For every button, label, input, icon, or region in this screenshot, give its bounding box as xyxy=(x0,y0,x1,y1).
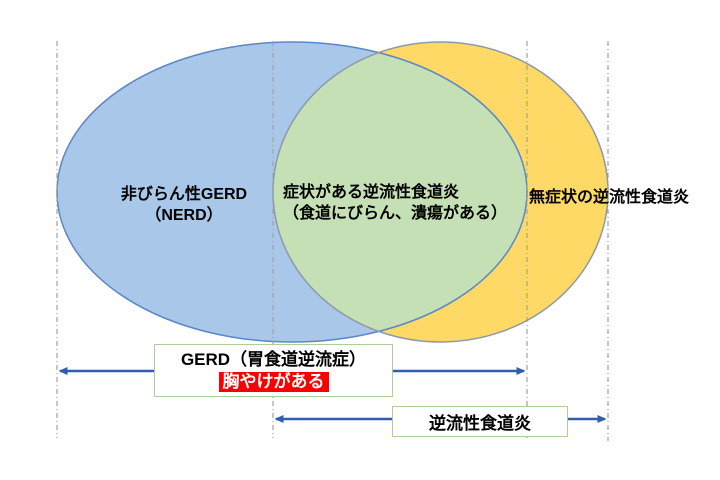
reflux-esophagitis-callout-box: 逆流性食道炎 xyxy=(392,406,568,437)
blue-ellipse-outline xyxy=(56,41,528,343)
heartburn-highlight-text: 胸やけがある xyxy=(218,371,329,392)
asymptomatic-region-label: 無症状の逆流性食道炎 xyxy=(529,187,689,208)
gerd-title-text: GERD（胃食道逆流症） xyxy=(180,349,367,369)
nerd-region-label-line2: （NERD） xyxy=(145,207,223,224)
gerd-callout-box: GERD（胃食道逆流症） 胸やけがある xyxy=(154,344,393,397)
overlap-region-label-line2: （食道にびらん、潰瘍がある） xyxy=(283,205,508,222)
yellow-ellipse-outline xyxy=(272,41,609,343)
overlap-region-label-line1: 症状がある逆流性食道炎 xyxy=(283,184,460,201)
asymptomatic-region-label-text: 無症状の逆流性食道炎 xyxy=(529,189,690,206)
overlap-region-label: 症状がある逆流性食道炎 （食道にびらん、潰瘍がある） xyxy=(283,182,507,224)
nerd-region-label: 非びらん性GERD （NERD） xyxy=(96,184,272,226)
nerd-region-label-line1: 非びらん性GERD xyxy=(120,186,248,203)
reflux-esophagitis-label-text: 逆流性食道炎 xyxy=(429,414,531,433)
